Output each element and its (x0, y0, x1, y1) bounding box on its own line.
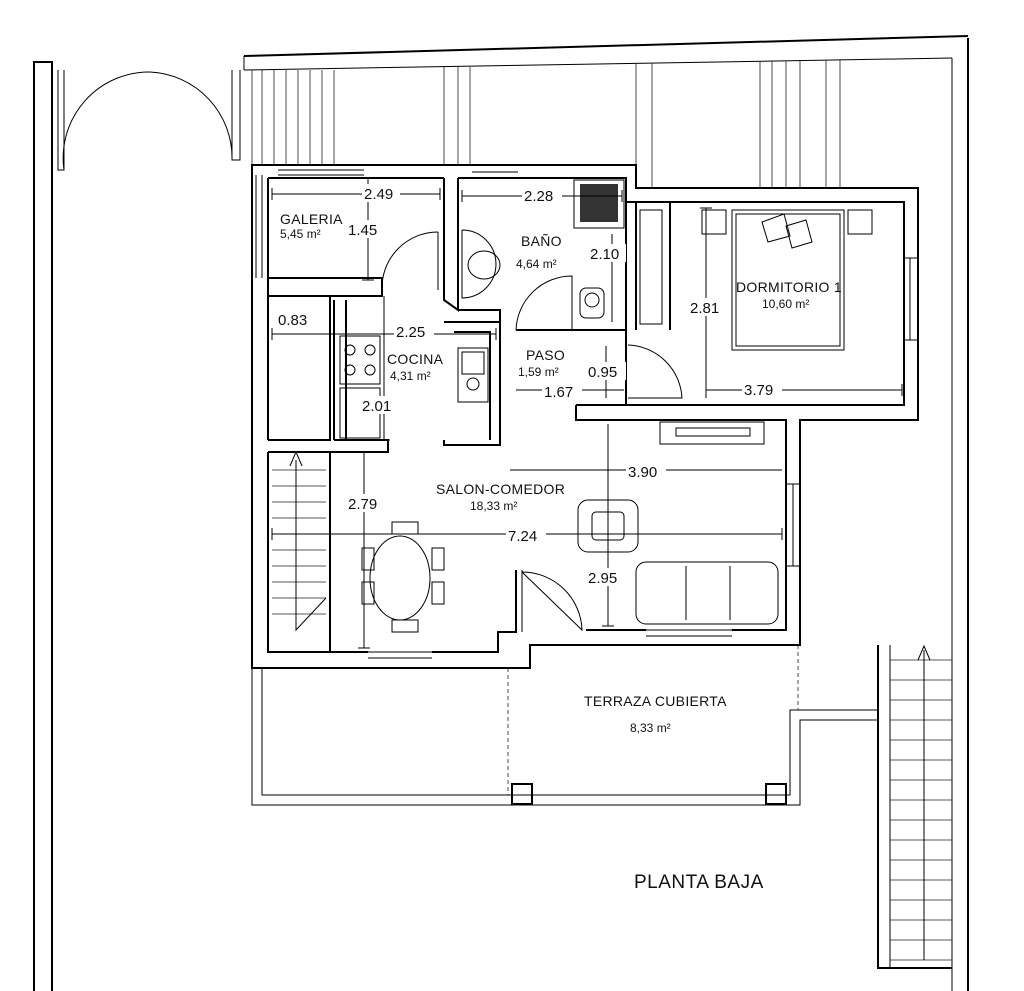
kitchen-fixtures (339, 335, 489, 439)
fence-verticals (251, 60, 841, 188)
galeria-area: 5,45 m² (280, 227, 321, 241)
interior-walls (268, 178, 671, 652)
dim-bano-width: 2.28 (524, 188, 553, 205)
dim-bano-height: 2.10 (590, 246, 619, 263)
terraza-name: TERRAZA CUBIERTA (584, 693, 727, 709)
dim-galeria-height: 1.45 (348, 222, 377, 239)
dim-cocina-width: 2.25 (396, 324, 425, 341)
bedroom-furniture (639, 209, 873, 351)
paso-area: 1,59 m² (518, 365, 559, 379)
living-furniture (361, 421, 779, 633)
bathroom-fixtures (461, 179, 625, 319)
galeria-name: GALERIA (280, 211, 343, 227)
dim-dormitorio-height: 2.81 (690, 300, 719, 317)
dim-salon-right-width: 3.90 (628, 464, 657, 481)
salon-area: 18,33 m² (470, 499, 517, 513)
paso-name: PASO (526, 347, 565, 363)
dim-dormitorio-width: 3.79 (744, 382, 773, 399)
dim-paso-width: 1.67 (544, 384, 573, 401)
terrace-outline (251, 645, 878, 806)
room-labels: GALERIA 5,45 m² BAÑO 4,64 m² DORMITORIO … (280, 211, 842, 735)
dim-galeria-lower: 0.83 (278, 312, 307, 329)
terraza-area: 8,33 m² (630, 721, 671, 735)
dormitorio-name: DORMITORIO 1 (736, 279, 842, 295)
bano-area: 4,64 m² (516, 257, 557, 271)
exterior-stairs (877, 644, 952, 969)
doors (381, 231, 683, 632)
dimension-labels: 2.49 1.45 2.28 2.10 2.81 3.79 2.25 0.83 … (278, 184, 782, 587)
dim-cocina-height: 2.01 (362, 398, 391, 415)
plan-title: PLANTA BAJA (634, 872, 764, 893)
bano-name: BAÑO (521, 233, 562, 249)
interior-stairs (272, 450, 327, 632)
gate-swing (57, 70, 241, 171)
dim-salon-right-height: 2.95 (588, 570, 617, 587)
dormitorio-area: 10,60 m² (762, 297, 809, 311)
cocina-area: 4,31 m² (390, 369, 431, 383)
salon-name: SALON-COMEDOR (436, 481, 565, 497)
cocina-name: COCINA (387, 351, 444, 367)
site-boundary (33, 35, 969, 991)
dim-galeria-width: 2.49 (364, 186, 393, 203)
dim-salon-height: 2.79 (348, 496, 377, 513)
dim-paso-height: 0.95 (588, 364, 617, 381)
dim-salon-width: 7.24 (508, 528, 537, 545)
house-exterior-walls (251, 164, 919, 669)
windows (255, 164, 919, 659)
